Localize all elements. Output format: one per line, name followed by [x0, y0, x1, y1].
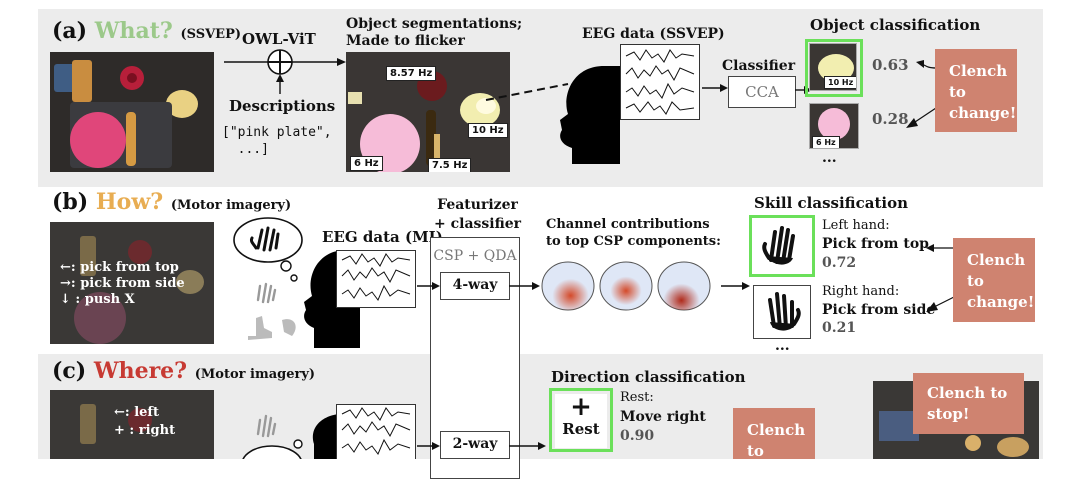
head-a [485, 66, 620, 164]
right-skill-score: 0.21 [822, 320, 857, 336]
section-c-heading: (c) Where? (Motor imagery) [52, 358, 315, 384]
clench-to-stop: Clench to stop! [913, 373, 1024, 434]
left-skill-label: Pick from top [822, 236, 929, 252]
skill-more-ellipsis: ... [775, 338, 790, 354]
arrow-to-4way [417, 282, 440, 290]
clench-b-arrows [926, 244, 957, 312]
section-b-tag: (b) [52, 189, 89, 215]
skill-legend-b: ←: pick from top →: pick from side ↓ : p… [60, 260, 185, 308]
segmentation-title: Object segmentations; Made to flicker [346, 16, 523, 49]
classifier-4way-box: 4-way [440, 272, 510, 300]
section-a-subtitle: (SSVEP) [180, 27, 242, 42]
eeg-mi-traces [336, 250, 416, 308]
selected-object-frame [805, 39, 863, 97]
object-thumb-2: 6 Hz [809, 103, 859, 149]
descriptions-code: ["pink plate", ...] [222, 125, 332, 157]
object-score-1: 0.63 [872, 56, 909, 74]
eeg-mi-title: EEG data (MI) [322, 228, 443, 246]
direction-legend-c: ←: left + : right [114, 404, 175, 440]
eeg-ssvep-title: EEG data (SSVEP) [582, 26, 725, 42]
legend-c-left: ←: left [114, 405, 160, 420]
featurizer-title: Featurizer + classifier [434, 197, 522, 232]
csp-qda-label: CSP + QDA [433, 248, 517, 264]
arrow-to-skill [721, 282, 750, 290]
selected-skill-frame [749, 215, 815, 277]
legend-down: ↓ : push X [60, 292, 135, 307]
descriptions-label: Descriptions [229, 97, 336, 115]
hz-label-10: 10 Hz [468, 123, 508, 138]
rest-plus: + [570, 392, 592, 422]
thumb-hz-10: 10 Hz [824, 76, 856, 89]
section-a-tag: (a) [52, 18, 88, 44]
tabletop-photo-c: ←: left + : right [50, 390, 214, 459]
segmentation-photo: 8.57 Hz 10 Hz 6 Hz 7.5 Hz [346, 52, 510, 172]
section-a-title: What? [94, 18, 173, 44]
section-c-subtitle: (Motor imagery) [194, 367, 316, 382]
object-classification-title: Object classification [810, 16, 981, 34]
section-b-subtitle: (Motor imagery) [170, 198, 292, 213]
right-hand-icon [768, 292, 801, 331]
cca-label: CCA [745, 83, 779, 101]
clench-to-change-a: Clench to change! [935, 49, 1017, 132]
cca-box: CCA [728, 76, 796, 108]
rest-label: Rest [562, 420, 600, 438]
hz-label-7-5: 7.5 Hz [428, 158, 472, 172]
section-b-title: How? [95, 189, 164, 215]
left-hand-icon [755, 220, 809, 270]
classifier-title: Classifier [722, 58, 796, 74]
rest-icon: + Rest [555, 394, 607, 448]
legend-c-right: + : right [114, 423, 176, 438]
owl-vit-label: OWL-ViT [242, 30, 316, 48]
right-hand-frame [753, 285, 811, 339]
move-right-score: 0.90 [620, 428, 655, 444]
tabletop-photo-b: ←: pick from top →: pick from side ↓ : p… [50, 222, 214, 344]
object-more-ellipsis: ... [822, 150, 837, 166]
clench-to-change-b: Clench to change! [953, 238, 1035, 322]
way4-label: 4-way [452, 277, 498, 293]
csp-topomaps [541, 261, 711, 311]
clench-a-arrows [906, 60, 937, 128]
tabletop-photo-a [50, 52, 214, 172]
motor-imagery-icons [233, 217, 303, 340]
section-c-title: Where? [93, 358, 188, 384]
arrow-to-2way [417, 442, 440, 450]
direction-classification-title: Direction classification [551, 368, 746, 386]
legend-right: →: pick from side [60, 276, 185, 291]
move-right-label: Move right [620, 409, 706, 425]
skill-classification-title: Skill classification [754, 194, 908, 212]
arrow-to-direction [509, 442, 546, 450]
section-c-tag: (c) [52, 358, 87, 384]
right-skill-label: Pick from side [822, 302, 936, 318]
object-thumb-1: 10 Hz [809, 43, 857, 91]
left-skill-score: 0.72 [822, 255, 857, 271]
arrow-to-topomaps [509, 282, 540, 290]
left-hand-heading: Left hand: [822, 218, 890, 233]
eeg-mi-traces-c [336, 404, 416, 459]
arrow-to-cca [702, 84, 728, 92]
channel-contributions-title: Channel contributions to top CSP compone… [546, 217, 721, 249]
clench-to-change-c: Clench to [733, 408, 815, 460]
section-b-heading: (b) How? (Motor imagery) [52, 189, 291, 215]
way2-label: 2-way [452, 436, 498, 452]
owl-vit-combiner [224, 49, 346, 94]
selected-direction-frame [549, 388, 613, 452]
hz-label-6: 6 Hz [350, 156, 383, 171]
object-score-2: 0.28 [872, 110, 909, 128]
thumb-hz-6: 6 Hz [812, 136, 840, 148]
rest-heading: Rest: [620, 390, 654, 405]
right-hand-heading: Right hand: [822, 284, 900, 299]
section-a-heading: (a) What? (SSVEP) [52, 18, 241, 44]
classifier-2way-box: 2-way [440, 431, 510, 459]
hz-label-8-57: 8.57 Hz [386, 66, 437, 81]
eeg-ssvep-traces [620, 44, 700, 120]
legend-left: ←: pick from top [60, 260, 179, 275]
